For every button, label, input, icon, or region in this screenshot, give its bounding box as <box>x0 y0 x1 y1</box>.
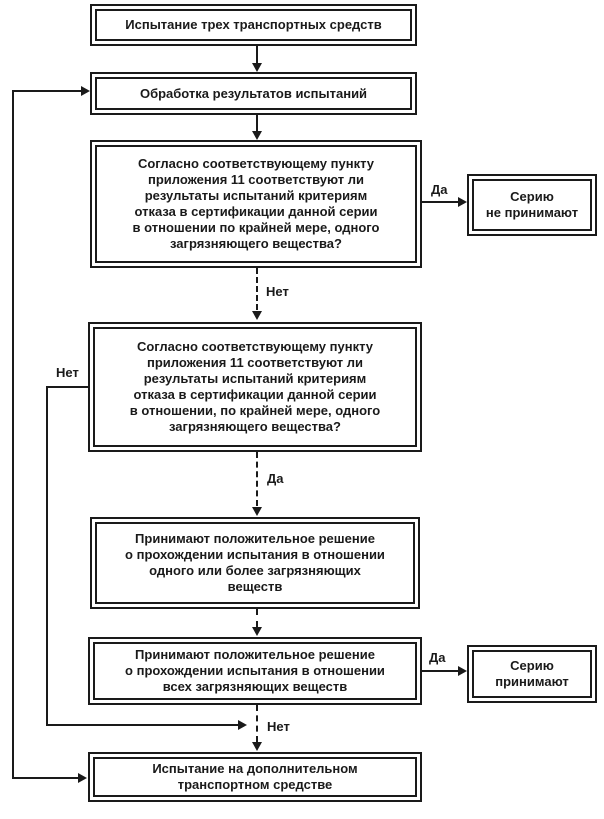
edge-decision2-no-merge-head-icon <box>238 720 247 730</box>
edge-outer-loop-top-head-icon <box>81 86 90 96</box>
node-series-rejected-label: Серию не принимают <box>472 179 592 231</box>
node-process-results-label: Обработка результатов испытаний <box>95 77 412 110</box>
arrow-decision2-yes-head-icon <box>252 507 262 516</box>
node-decision-fail-criteria-1: Согласно соответствующему пункту приложе… <box>90 140 422 268</box>
arrow-process-to-decision1-head-icon <box>252 131 262 140</box>
node-additional-vehicle-test: Испытание на дополнительном транспортном… <box>88 752 422 802</box>
edge-outer-loop-bottom-line <box>12 777 79 779</box>
edge-outer-loop-vertical-line <box>12 90 14 779</box>
arrow-passall-yes-head-icon <box>458 666 467 676</box>
edge-label-no-1: Нет <box>266 284 289 299</box>
arrow-test-to-process-head-icon <box>252 63 262 72</box>
arrow-decision1-no-dashed-line <box>256 268 258 310</box>
node-additional-vehicle-test-label: Испытание на дополнительном транспортном… <box>93 757 417 797</box>
arrow-process-to-decision1-line <box>256 115 258 132</box>
node-process-results: Обработка результатов испытаний <box>90 72 417 115</box>
edge-label-yes-3: Да <box>429 650 446 665</box>
arrow-decision1-yes-line <box>422 201 459 203</box>
node-pass-decision-one-pollutant: Принимают положительное решение о прохож… <box>90 517 420 609</box>
edge-decision2-no-stub-line <box>46 386 88 388</box>
arrow-passone-to-passall-dashed-line <box>256 609 258 627</box>
arrow-decision1-yes-head-icon <box>458 197 467 207</box>
edge-outer-loop-top-line <box>12 90 82 92</box>
node-series-accepted: Серию принимают <box>467 645 597 703</box>
arrow-decision1-no-head-icon <box>252 311 262 320</box>
node-series-rejected: Серию не принимают <box>467 174 597 236</box>
edge-decision2-no-merge-line <box>46 724 238 726</box>
node-pass-decision-all-pollutants-label: Принимают положительное решение о прохож… <box>93 642 417 700</box>
node-pass-decision-one-pollutant-label: Принимают положительное решение о прохож… <box>95 522 415 604</box>
arrow-passall-no-head-icon <box>252 742 262 751</box>
arrow-passall-yes-line <box>422 670 459 672</box>
arrow-decision2-yes-dashed-line <box>256 452 258 506</box>
node-series-accepted-label: Серию принимают <box>472 650 592 698</box>
node-decision-fail-criteria-2-label: Согласно соответствующему пункту приложе… <box>93 327 417 447</box>
edge-label-yes-1: Да <box>431 182 448 197</box>
node-test-three-vehicles: Испытание трех транспортных средств <box>90 4 417 46</box>
arrow-passall-no-dashed-line <box>256 705 258 742</box>
arrow-test-to-process-line <box>256 46 258 64</box>
arrow-passone-to-passall-head-icon <box>252 627 262 636</box>
edge-label-no-2: Нет <box>56 365 79 380</box>
edge-label-no-3: Нет <box>267 719 290 734</box>
node-pass-decision-all-pollutants: Принимают положительное решение о прохож… <box>88 637 422 705</box>
edge-decision2-no-vertical-line <box>46 386 48 726</box>
edge-outer-loop-bottom-head-icon <box>78 773 87 783</box>
node-decision-fail-criteria-1-label: Согласно соответствующему пункту приложе… <box>95 145 417 263</box>
edge-label-yes-2: Да <box>267 471 284 486</box>
node-decision-fail-criteria-2: Согласно соответствующему пункту приложе… <box>88 322 422 452</box>
node-test-three-vehicles-label: Испытание трех транспортных средств <box>95 9 412 41</box>
